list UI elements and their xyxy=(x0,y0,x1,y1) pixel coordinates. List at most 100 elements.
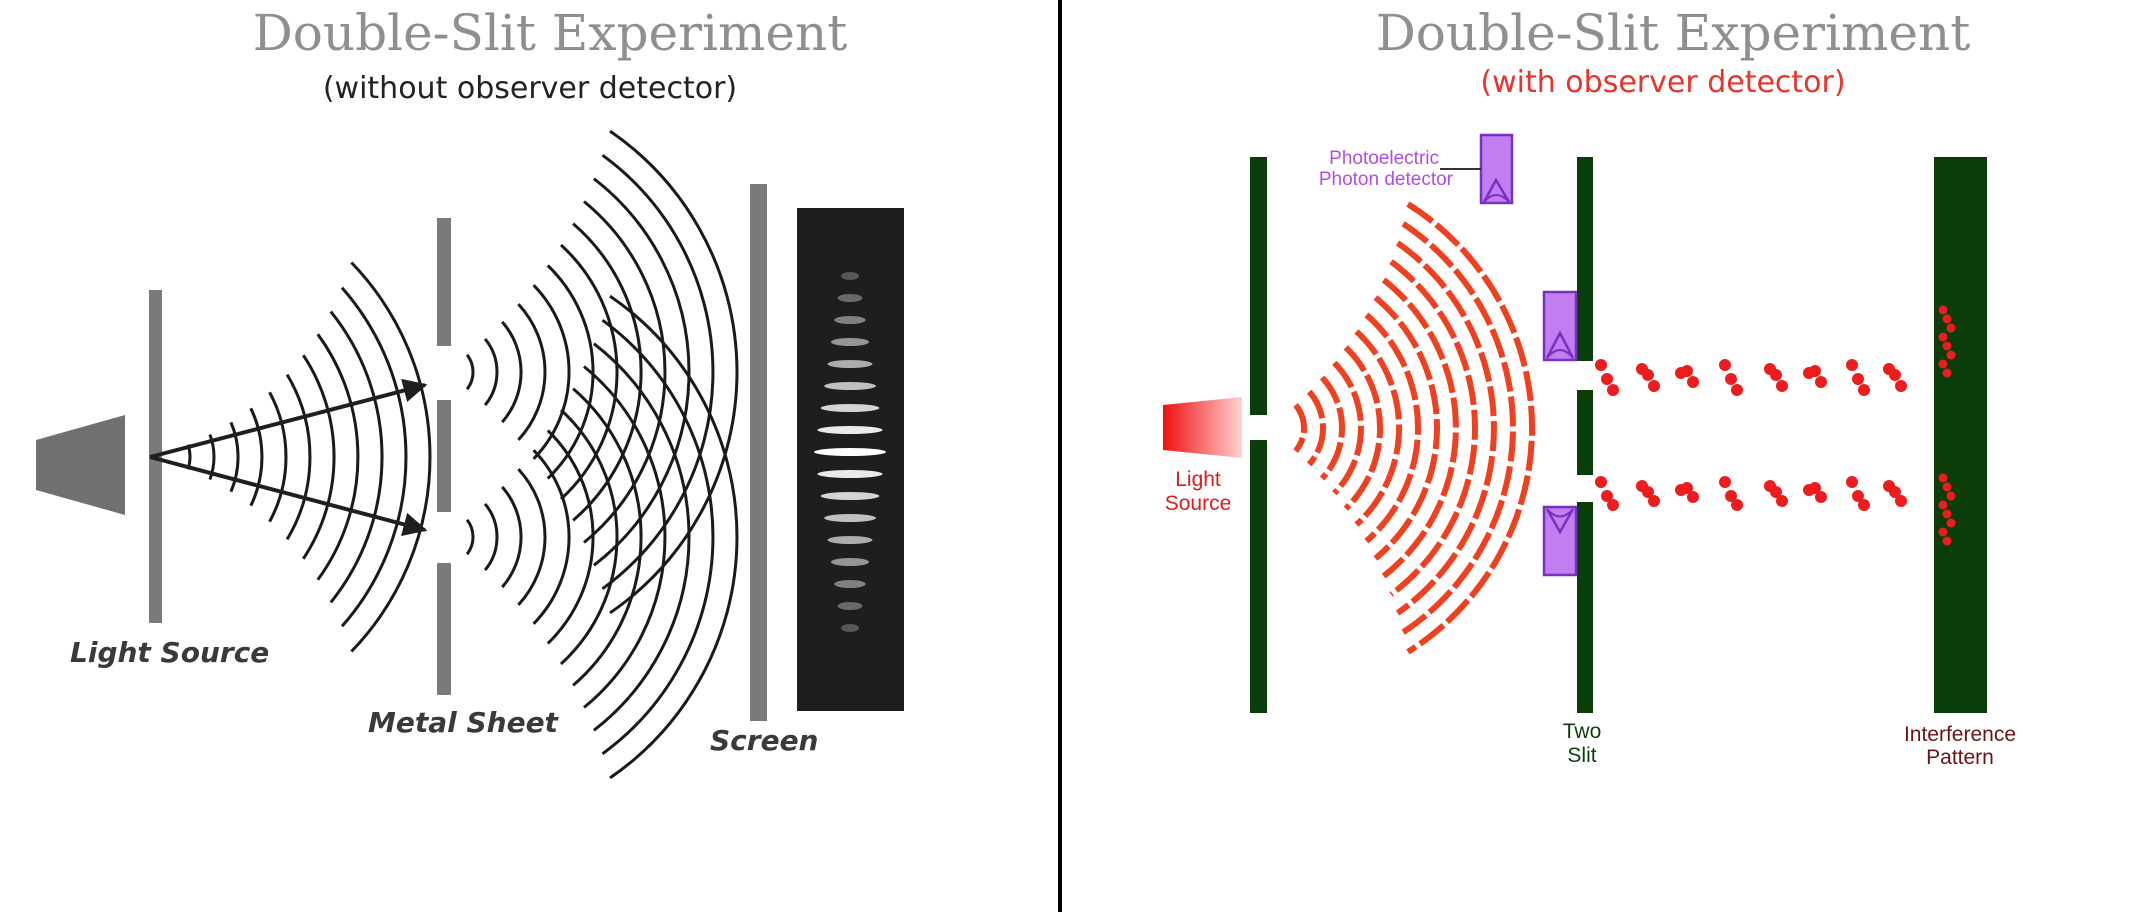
pattern-dot xyxy=(1942,509,1952,519)
two-slit-barrier-top xyxy=(1577,157,1593,361)
pattern-dot xyxy=(1942,482,1952,492)
wave-arc xyxy=(583,200,667,544)
wave-arc xyxy=(268,391,288,523)
red-wave-arc xyxy=(1364,312,1421,544)
pattern-dot xyxy=(1942,536,1952,546)
photon-detector-top xyxy=(1479,133,1514,205)
photon-dot xyxy=(1731,499,1743,511)
fringe-band xyxy=(834,580,866,588)
red-light-source-label-line2: Source xyxy=(1165,492,1232,515)
red-wave-arc xyxy=(1401,221,1516,635)
photon-dot xyxy=(1846,359,1858,371)
fringe-band xyxy=(827,536,873,544)
two-slit-barrier-middle xyxy=(1577,390,1593,475)
right-title: Double-Slit Experiment xyxy=(1376,4,1971,62)
pattern-dot xyxy=(1938,473,1948,483)
pattern-dot xyxy=(1942,341,1952,351)
photon-dot xyxy=(1607,499,1619,511)
fringe-panel xyxy=(797,208,904,711)
pattern-dot xyxy=(1942,368,1952,378)
photon-dot xyxy=(1601,373,1613,385)
photon-dot xyxy=(1889,369,1901,381)
light-source-label: Light Source xyxy=(70,636,269,669)
red-wave-arc xyxy=(1319,375,1346,481)
wave-arc xyxy=(572,222,643,522)
photon-dot xyxy=(1815,376,1827,388)
wave-arc xyxy=(583,365,667,709)
photon-dot xyxy=(1852,373,1864,385)
first-barrier-bottom xyxy=(1250,440,1267,713)
red-light-source xyxy=(1163,397,1242,458)
interference-fringes xyxy=(814,272,886,632)
two-slit-label-line1: Two xyxy=(1563,720,1602,743)
photon-dot xyxy=(1889,486,1901,498)
red-wave-arc xyxy=(1406,201,1536,655)
metal-sheet-middle xyxy=(437,400,451,512)
first-barrier-top xyxy=(1250,157,1267,415)
photon-dot xyxy=(1648,380,1660,392)
pattern-dot xyxy=(1946,350,1956,360)
fringe-band xyxy=(820,492,880,500)
interference-pattern-label-line1: Interference xyxy=(1904,723,2016,746)
wave-arc xyxy=(532,284,571,460)
wave-arc xyxy=(249,407,264,507)
photon-dot xyxy=(1858,499,1870,511)
left-panel: Double-Slit Experiment (without observer… xyxy=(36,4,904,780)
pattern-dot xyxy=(1938,359,1948,369)
photon-dot xyxy=(1719,476,1731,488)
detector-label-line1: Photoelectric xyxy=(1329,148,1439,169)
wave-arc xyxy=(517,468,547,606)
fringe-band xyxy=(830,558,870,566)
red-wave-arc xyxy=(1389,259,1478,597)
red-wave-arc xyxy=(1381,277,1459,579)
red-wave-arc xyxy=(1293,402,1307,454)
pattern-dot xyxy=(1946,491,1956,501)
photon-dot xyxy=(1681,365,1693,377)
wave-arc xyxy=(517,303,547,441)
wave-arc xyxy=(601,153,715,591)
photon-dot xyxy=(1719,359,1731,371)
wave-arc xyxy=(340,286,408,628)
wave-arc xyxy=(465,353,475,391)
fringe-band xyxy=(814,448,886,456)
wave-arc xyxy=(546,429,595,645)
wave-arc xyxy=(350,261,432,653)
wave-arc xyxy=(329,310,384,604)
photon-particles xyxy=(1595,359,1907,511)
metal-sheet-label: Metal Sheet xyxy=(368,706,560,739)
wave-arc xyxy=(609,129,739,615)
photon-dot xyxy=(1595,359,1607,371)
photon-dot xyxy=(1776,380,1788,392)
pattern-dot xyxy=(1938,527,1948,537)
red-wave-arc xyxy=(1373,295,1440,561)
left-subtitle: (without observer detector) xyxy=(323,71,737,106)
photon-dot xyxy=(1858,384,1870,396)
detected-particle-bands xyxy=(1938,305,1956,546)
red-wave-arc xyxy=(1306,389,1326,467)
wave-arc xyxy=(285,373,312,541)
fringe-band xyxy=(824,382,876,390)
arrow-to-lower-slit xyxy=(149,455,428,537)
wave-arc xyxy=(559,243,619,501)
wave-arc xyxy=(501,485,523,589)
pattern-dot xyxy=(1946,323,1956,333)
photon-dot xyxy=(1687,376,1699,388)
wave-arc xyxy=(572,387,643,687)
wave-arc xyxy=(229,421,240,493)
interference-pattern-label-line2: Pattern xyxy=(1926,746,1994,769)
photon-dot xyxy=(1770,486,1782,498)
right-subtitle: (with observer detector) xyxy=(1480,65,1845,100)
pattern-screen xyxy=(1934,157,1987,713)
pattern-dot xyxy=(1946,518,1956,528)
photon-dot xyxy=(1601,490,1613,502)
photon-detector-upper-slit xyxy=(1542,290,1578,362)
wave-arc xyxy=(609,294,739,780)
metal-sheet-bottom xyxy=(437,563,451,695)
red-wave-arcs xyxy=(1293,201,1536,655)
wave-arc xyxy=(601,318,715,756)
pattern-dot xyxy=(1938,332,1948,342)
photon-dot xyxy=(1642,369,1654,381)
pattern-dot xyxy=(1942,314,1952,324)
wave-arc xyxy=(483,502,499,572)
